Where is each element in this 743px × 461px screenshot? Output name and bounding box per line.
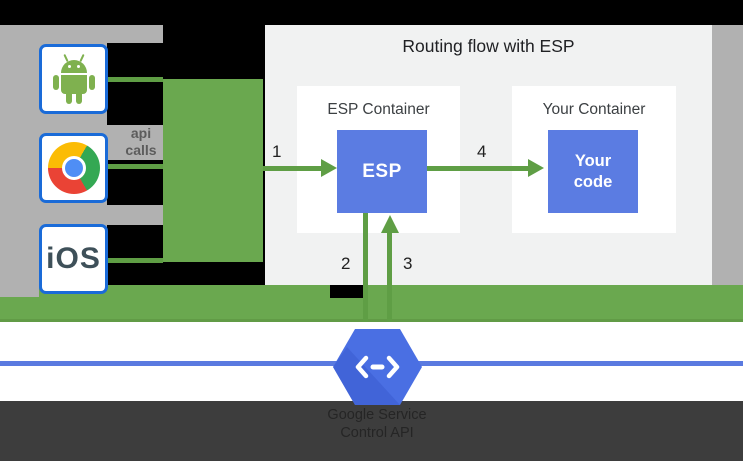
- cloud-endpoints-hexagon-icon: [333, 329, 422, 405]
- ios-client-box: iOS: [39, 224, 108, 294]
- chrome-icon: [47, 142, 100, 194]
- background-patch: [330, 285, 363, 298]
- background-patch: [107, 43, 163, 125]
- arrow-4-head: [528, 159, 544, 177]
- top-black-bar: [0, 0, 743, 25]
- service-name-line1: Google Service: [327, 407, 427, 423]
- green-band: [0, 285, 743, 322]
- ios-connector-line: [106, 258, 163, 263]
- your-container-label: Your Container: [542, 101, 646, 118]
- service-name-line2: Control API: [340, 425, 414, 441]
- your-code-box: Your code: [548, 130, 638, 213]
- step-4-label: 4: [477, 142, 487, 161]
- step-1-label: 1: [272, 142, 282, 161]
- background-patch: [107, 225, 163, 263]
- esp-box-label: ESP: [362, 160, 402, 182]
- android-connector-line: [106, 77, 163, 82]
- bottom-dark-bar: [0, 401, 743, 461]
- arrow-2-shaft: [363, 213, 368, 322]
- background-patch: [0, 285, 39, 297]
- step-2-label: 2: [341, 254, 351, 273]
- arrow-3-shaft: [387, 233, 392, 322]
- android-client-box: [39, 44, 108, 114]
- background-patch: [108, 263, 265, 285]
- ios-label: iOS: [46, 242, 101, 275]
- esp-container-label: ESP Container: [327, 101, 430, 118]
- arrow-1-head: [321, 159, 337, 177]
- step-3-label: 3: [403, 254, 413, 273]
- chrome-client-box: [39, 133, 108, 203]
- arrow-3-head: [381, 215, 399, 233]
- diagram-title: Routing flow with ESP: [402, 36, 575, 56]
- android-icon: [52, 53, 95, 104]
- right-gray-background: [712, 25, 743, 285]
- arrow-1-shaft: [263, 166, 323, 171]
- arrow-4-shaft: [427, 166, 530, 171]
- chrome-connector-line: [106, 164, 163, 169]
- api-calls-label: api calls: [125, 125, 157, 158]
- esp-box: ESP: [337, 130, 427, 213]
- green-flow-block: [163, 79, 263, 262]
